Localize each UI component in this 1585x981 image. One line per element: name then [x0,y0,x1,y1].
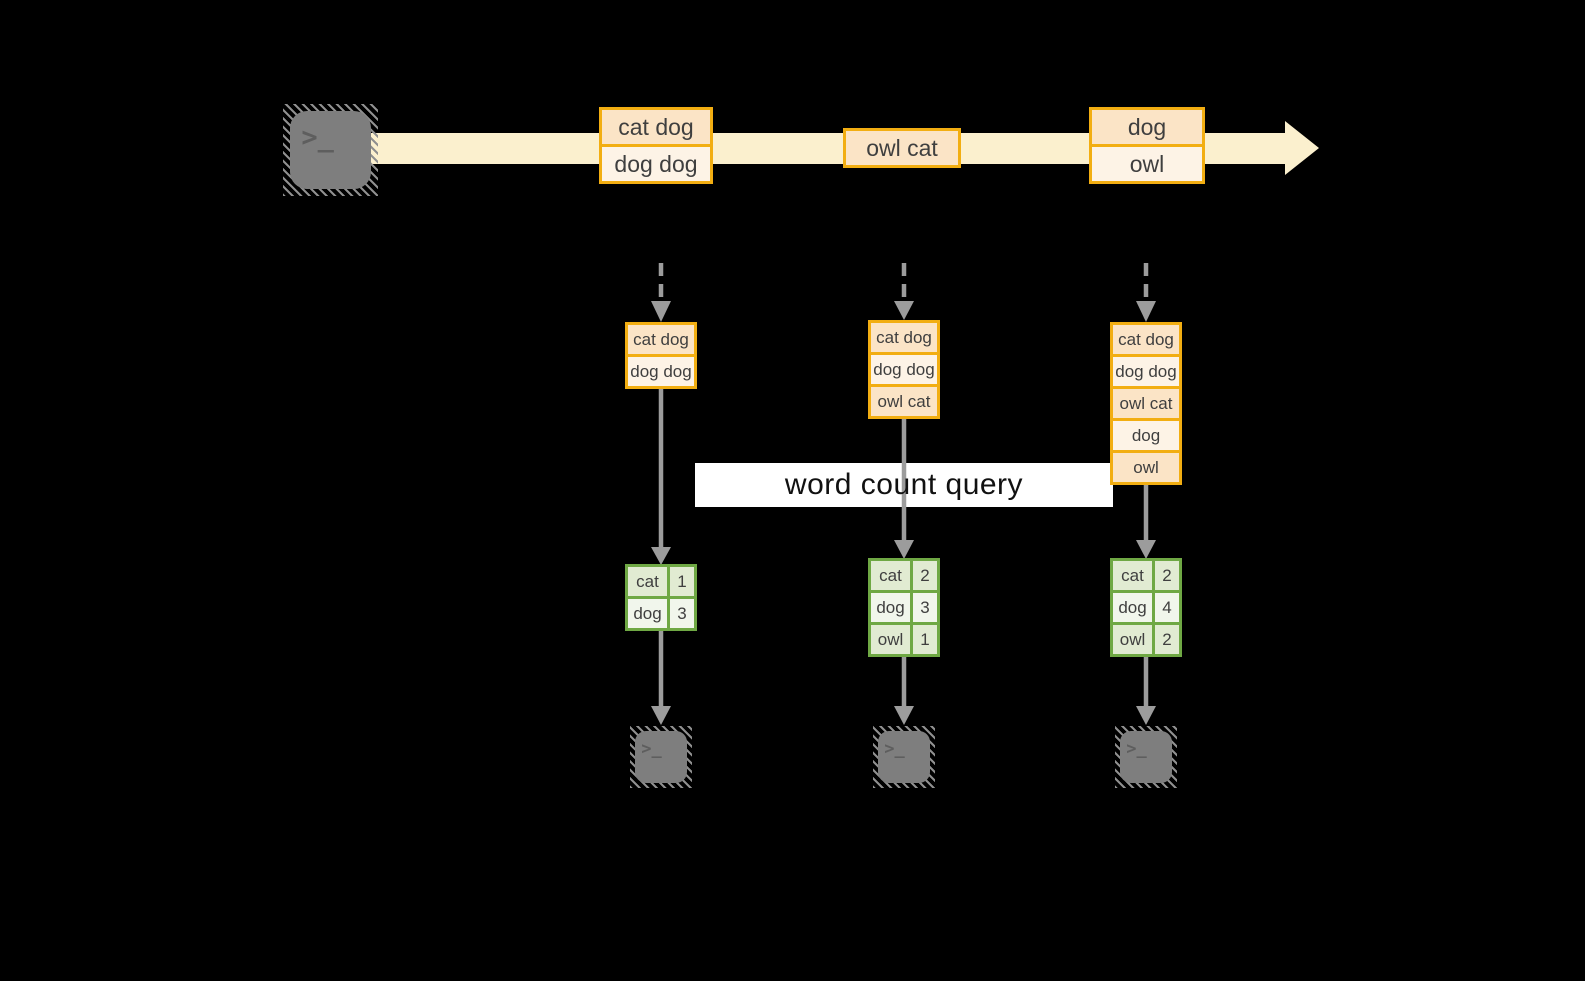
terminal-prompt: >_ [884,739,905,760]
count-value: 2 [1155,561,1179,590]
source-terminal-icon: >_ [283,104,378,196]
terminal-screen: >_ [635,731,687,783]
dashed-arrow-2-head [894,301,914,320]
event-line: owl [1092,147,1202,181]
count-value: 3 [670,599,694,628]
count-value: 4 [1155,593,1179,622]
query-arrow-1-head [651,547,671,565]
buffer-line: cat dog [628,325,694,354]
buffer-stack-3: cat dog dog dog owl cat dog owl [1110,322,1182,485]
stream-event-1: cat dog dog dog [599,107,713,184]
count-word: owl [871,625,910,654]
count-value: 1 [670,567,694,596]
buffer-line: cat dog [1113,325,1179,354]
sink-arrow-2-head [894,706,914,725]
count-word: dog [871,593,910,622]
count-word: cat [628,567,667,596]
dashed-arrow-1-head [651,301,671,322]
event-line: dog [1092,110,1202,144]
buffer-line: dog dog [871,355,937,384]
count-word: cat [1113,561,1152,590]
query-arrow-3-head [1136,540,1156,559]
query-arrow-2-head [894,540,914,559]
count-table-1: cat 1 dog 3 [625,564,697,631]
stream-event-2: owl cat [843,128,961,168]
query-label: word count query [784,468,1024,501]
buffer-stack-1: cat dog dog dog [625,322,697,389]
sink-terminal-icon-2: >_ [873,726,935,788]
count-value: 2 [913,561,937,590]
count-value: 1 [913,625,937,654]
terminal-prompt: >_ [641,739,662,760]
event-line: cat dog [602,110,710,144]
buffer-line: dog dog [628,357,694,386]
event-line: owl cat [846,131,958,165]
count-value: 2 [1155,625,1179,654]
count-word: dog [628,599,667,628]
buffer-line: dog [1113,421,1179,450]
terminal-prompt: >_ [1126,739,1147,760]
sink-arrow-1-head [651,706,671,725]
buffer-line: owl [1113,453,1179,482]
terminal-screen: >_ [878,731,930,783]
sink-arrow-3-head [1136,706,1156,725]
count-word: cat [871,561,910,590]
terminal-screen: >_ [290,111,371,189]
count-table-2: cat 2 dog 3 owl 1 [868,558,940,657]
buffer-line: dog dog [1113,357,1179,386]
count-word: owl [1113,625,1152,654]
buffer-line: cat dog [871,323,937,352]
count-table-3: cat 2 dog 4 owl 2 [1110,558,1182,657]
terminal-prompt: >_ [301,121,334,153]
buffer-line: owl cat [871,387,937,416]
buffer-stack-2: cat dog dog dog owl cat [868,320,940,419]
buffer-line: owl cat [1113,389,1179,418]
sink-terminal-icon-1: >_ [630,726,692,788]
terminal-screen: >_ [1120,731,1172,783]
dashed-arrow-3-head [1136,301,1156,322]
sink-terminal-icon-3: >_ [1115,726,1177,788]
event-line: dog dog [602,147,710,181]
stream-event-3: dog owl [1089,107,1205,184]
count-word: dog [1113,593,1152,622]
count-value: 3 [913,593,937,622]
